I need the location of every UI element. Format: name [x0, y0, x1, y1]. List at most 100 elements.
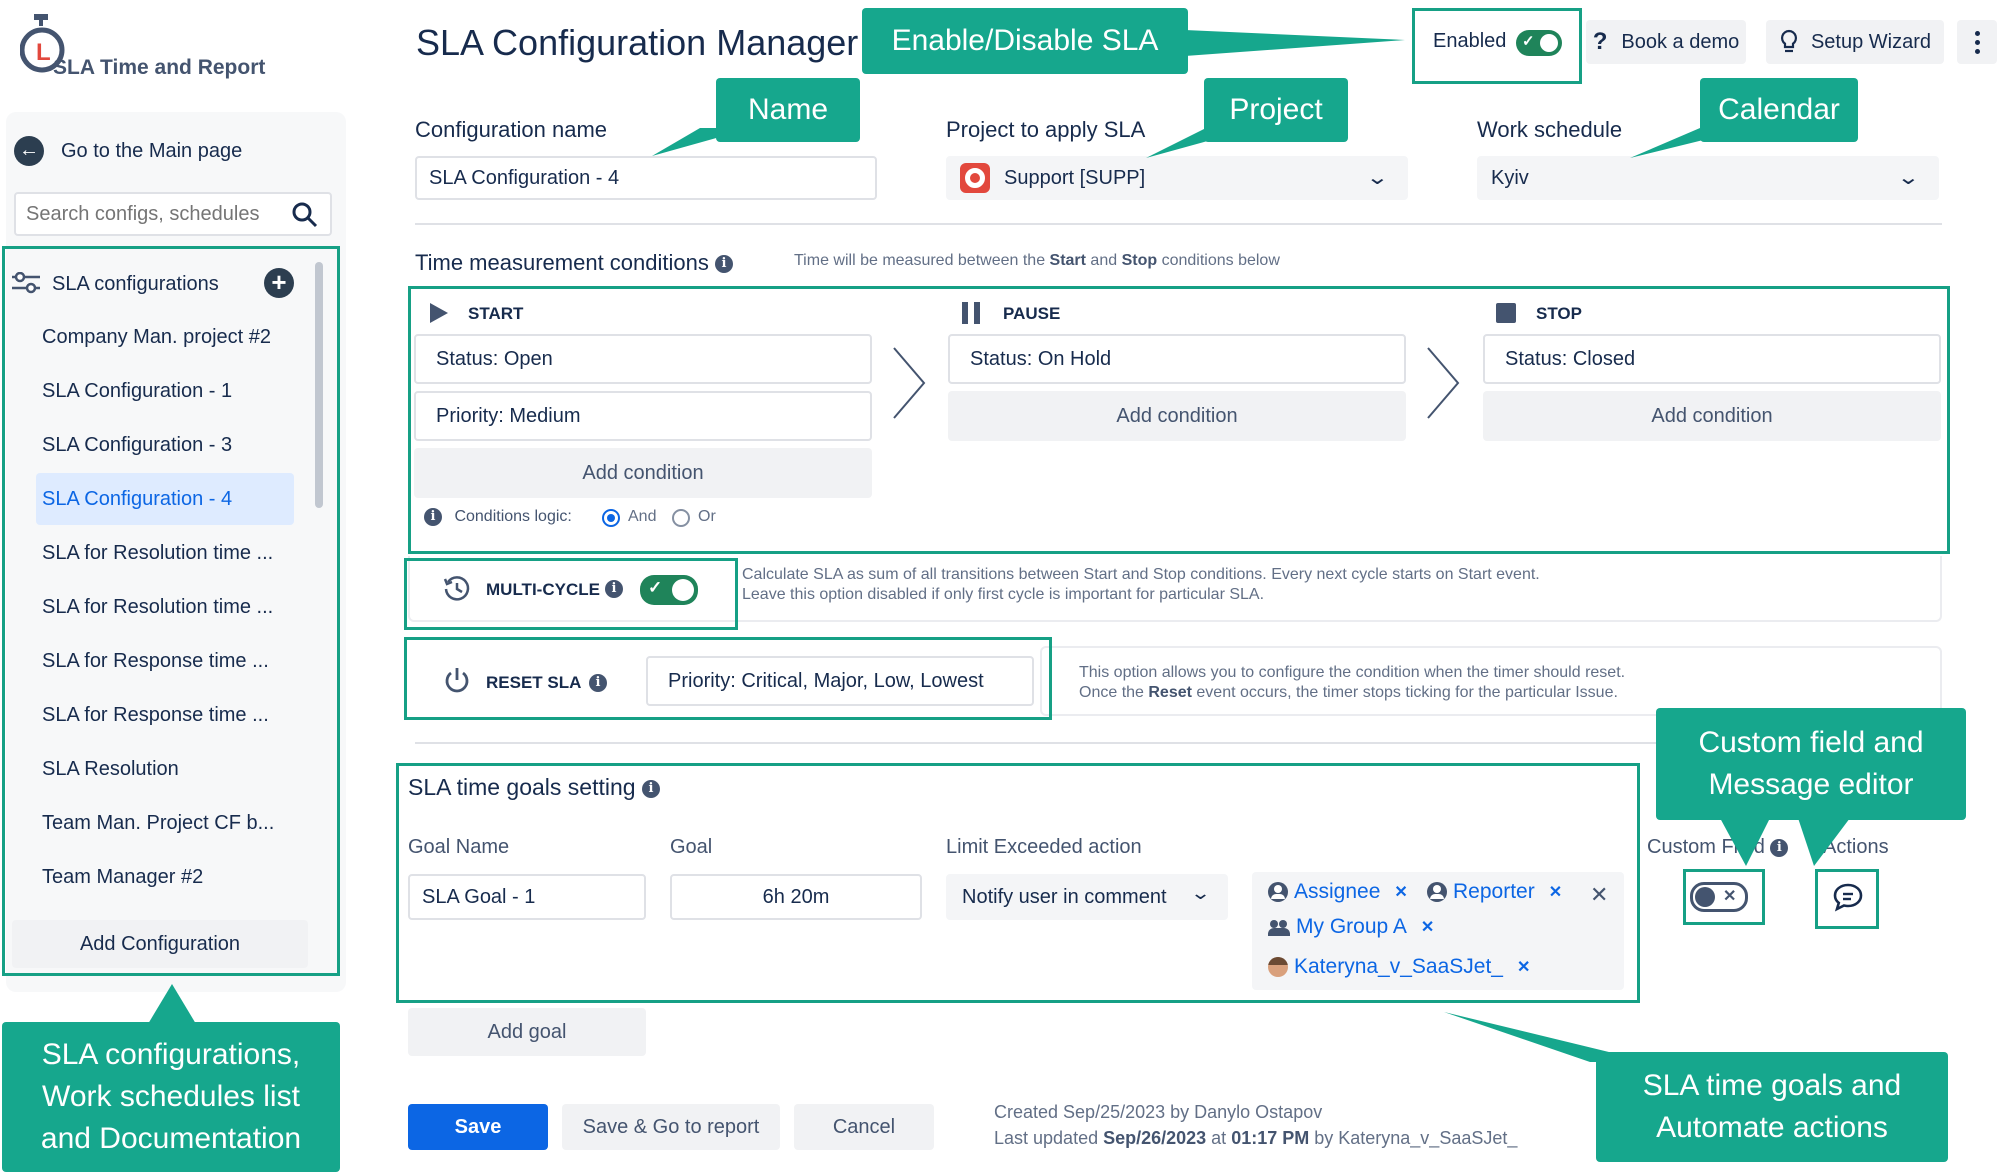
- recipient-chip[interactable]: My Group A✕: [1268, 915, 1434, 939]
- config-name-input[interactable]: SLA Configuration - 4: [415, 156, 877, 200]
- chevron-down-icon: ⌄: [1365, 167, 1390, 189]
- sidebar-scrollbar[interactable]: [315, 262, 323, 508]
- logic-or-radio[interactable]: [672, 509, 690, 527]
- info-icon[interactable]: i: [715, 255, 733, 274]
- goal-header: Goal: [670, 836, 713, 858]
- stop-add-condition-button[interactable]: Add condition: [1483, 391, 1941, 441]
- sidebar-item-config[interactable]: SLA Configuration - 1: [42, 380, 233, 402]
- stopwatch-logo-icon: L: [20, 14, 65, 73]
- cancel-button[interactable]: Cancel: [794, 1104, 934, 1150]
- sidebar-item-config[interactable]: SLA Configuration - 4: [36, 473, 294, 525]
- schedule-select[interactable]: Kyiv ⌄: [1477, 156, 1939, 200]
- goal-name-header: Goal Name: [408, 836, 510, 858]
- sidebar-search[interactable]: [14, 192, 332, 236]
- add-configuration-button[interactable]: Add Configuration: [12, 920, 308, 968]
- info-icon[interactable]: i: [605, 580, 623, 598]
- conditions-hint: Time will be measured between the Start …: [794, 252, 1280, 269]
- save-report-button[interactable]: Save & Go to report: [562, 1104, 780, 1150]
- pause-icon: [960, 302, 982, 324]
- sidebar-item-config[interactable]: SLA Resolution: [42, 758, 179, 780]
- question-icon: ?: [1592, 28, 1608, 55]
- goal-time-input[interactable]: 6h 20m: [670, 874, 922, 920]
- recipient-chip[interactable]: Reporter✕: [1427, 880, 1562, 904]
- sidebar-item-config[interactable]: SLA for Resolution time ...: [42, 542, 274, 564]
- pause-condition-1[interactable]: Status: On Hold: [948, 334, 1406, 384]
- sidebar-item-config[interactable]: Team Manager #2: [42, 866, 204, 888]
- back-to-main-link[interactable]: ← Go to the Main page: [14, 134, 314, 170]
- search-icon[interactable]: [292, 202, 318, 228]
- comment-icon[interactable]: [1832, 882, 1864, 912]
- play-icon: [430, 303, 448, 323]
- updated-info: Last updated Sep/26/2023 at 01:17 PM by …: [994, 1128, 1518, 1148]
- chevron-down-icon: ⌄: [1896, 167, 1921, 189]
- pause-title: PAUSE: [1003, 304, 1061, 323]
- info-icon[interactable]: i: [589, 674, 607, 692]
- multicycle-title: MULTI-CYCLE: [486, 580, 600, 599]
- sidebar-item-config[interactable]: SLA for Response time ...: [42, 704, 269, 726]
- info-icon[interactable]: i: [641, 779, 660, 798]
- start-condition-1[interactable]: Status: Open: [414, 334, 872, 384]
- group-icon: [1268, 918, 1290, 936]
- start-condition-2[interactable]: Priority: Medium: [414, 391, 872, 441]
- message-editor-button[interactable]: [1828, 879, 1868, 915]
- remove-chip-icon[interactable]: ✕: [1516, 959, 1531, 976]
- goals-title: SLA time goals setting i: [408, 774, 660, 801]
- clear-recipients-icon[interactable]: ✕: [1590, 882, 1609, 907]
- recipient-chip[interactable]: Kateryna_v_SaaSJet_✕: [1268, 955, 1530, 979]
- highlight-sidebar: [2, 246, 340, 976]
- sliders-icon: [12, 272, 40, 294]
- reset-title: RESET SLA: [486, 673, 582, 692]
- app-logo: L SLA Time and Report: [20, 10, 290, 80]
- project-value: Support [SUPP]: [1004, 166, 1146, 189]
- sidebar-item-config[interactable]: SLA for Resolution time ...: [42, 596, 274, 618]
- sidebar-item-config[interactable]: Team Man. Project CF b...: [42, 812, 275, 834]
- custom-field-toggle[interactable]: ✕: [1690, 882, 1748, 912]
- pause-add-condition-button[interactable]: Add condition: [948, 391, 1406, 441]
- sidebar-item-config[interactable]: SLA for Response time ...: [42, 650, 269, 672]
- toggle-x-icon: ✕: [1723, 888, 1737, 905]
- sidebar-item-config[interactable]: SLA Configuration - 3: [42, 434, 233, 456]
- multicycle-desc-1: Calculate SLA as sum of all transitions …: [742, 566, 1540, 583]
- multicycle-panel: [408, 556, 1942, 622]
- goal-name-input[interactable]: SLA Goal - 1: [408, 874, 646, 920]
- reset-panel: [1040, 646, 1942, 716]
- limit-action-select[interactable]: Notify user in comment ⌄: [946, 874, 1228, 920]
- save-button[interactable]: Save: [408, 1104, 548, 1150]
- info-icon[interactable]: i: [424, 508, 442, 526]
- remove-chip-icon[interactable]: ✕: [1394, 884, 1408, 901]
- add-config-plus-icon[interactable]: +: [264, 268, 294, 298]
- callout-name: Name: [716, 78, 860, 142]
- limit-action-header: Limit Exceeded action: [946, 836, 1142, 858]
- add-goal-button[interactable]: Add goal: [408, 1008, 646, 1056]
- logic-and-radio[interactable]: [602, 509, 620, 527]
- more-options-button[interactable]: [1957, 20, 1997, 64]
- sidebar: [6, 112, 346, 992]
- back-label: Go to the Main page: [61, 140, 243, 162]
- toggle-knob: [672, 579, 694, 601]
- recipient-chip[interactable]: Assignee✕: [1268, 880, 1408, 904]
- logic-and-label: And: [628, 508, 657, 525]
- reset-condition-input[interactable]: Priority: Critical, Major, Low, Lowest: [646, 656, 1034, 706]
- toggle-check-icon: ✓: [1522, 33, 1535, 50]
- user-icon: [1427, 882, 1447, 902]
- multicycle-toggle[interactable]: ✓: [640, 575, 698, 605]
- sidebar-item-config[interactable]: Company Man. project #2: [42, 326, 272, 348]
- conditions-title: Time measurement conditions i: [415, 250, 733, 276]
- page-title: SLA Configuration Manager: [416, 22, 859, 63]
- start-add-condition-button[interactable]: Add condition: [414, 448, 872, 498]
- stop-condition-1[interactable]: Status: Closed: [1483, 334, 1941, 384]
- book-demo-button[interactable]: ? Book a demo: [1586, 20, 1746, 64]
- highlight-enabled-toggle: [1412, 8, 1582, 84]
- project-select[interactable]: Support [SUPP] ⌄: [946, 156, 1408, 200]
- remove-chip-icon[interactable]: ✕: [1548, 884, 1563, 901]
- sidebar-search-input[interactable]: [26, 202, 286, 226]
- logic-or-label: Or: [698, 508, 716, 525]
- setup-wizard-button[interactable]: Setup Wizard: [1766, 20, 1944, 64]
- enabled-toggle-group[interactable]: Enabled ✓: [1414, 8, 1580, 82]
- remove-chip-icon[interactable]: ✕: [1420, 919, 1435, 936]
- enabled-toggle[interactable]: ✓: [1516, 30, 1562, 56]
- info-icon[interactable]: i: [1770, 838, 1789, 857]
- power-icon: [445, 668, 469, 693]
- sidebar-section-header: SLA configurations: [12, 266, 302, 302]
